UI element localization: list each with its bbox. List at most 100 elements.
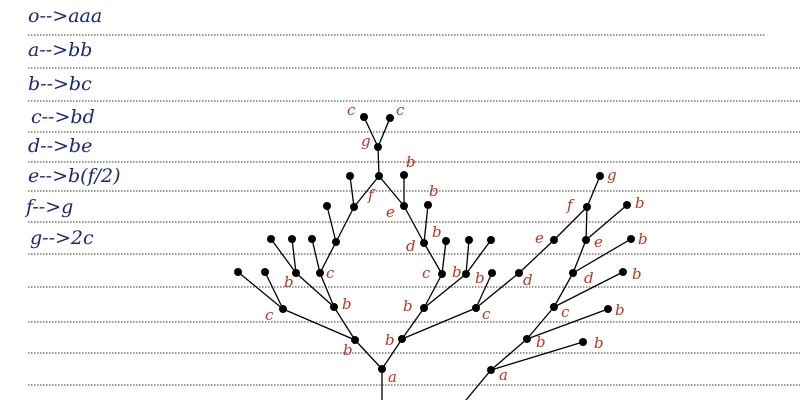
trunk [465, 369, 492, 400]
branch [377, 117, 391, 148]
tree-node [438, 270, 446, 278]
tree-node [619, 268, 627, 276]
tree-node [346, 172, 354, 180]
branch [354, 339, 383, 370]
node-label: d [523, 271, 533, 289]
branch [585, 204, 628, 241]
node-label: b [452, 263, 462, 281]
branch [295, 272, 335, 308]
node-label: b [432, 223, 442, 241]
tree-node [400, 171, 408, 179]
rule-text: o-->aaa [28, 5, 102, 27]
branch [401, 307, 425, 340]
node-label: b [385, 331, 395, 349]
tree-node [332, 238, 340, 246]
branch [490, 338, 528, 371]
branch [291, 238, 297, 274]
tree-node [279, 305, 287, 313]
tree-node [515, 269, 523, 277]
branch [465, 239, 492, 275]
node-label: c [396, 101, 405, 119]
branch [526, 308, 609, 340]
tree-node [487, 366, 495, 374]
node-label: f [367, 186, 376, 204]
node-label: b [284, 273, 294, 291]
node-label: b [632, 265, 642, 283]
branch [377, 146, 380, 177]
tree-node [308, 235, 316, 243]
branch [237, 271, 284, 310]
branch [441, 240, 447, 275]
tree-node [420, 239, 428, 247]
tree-node [569, 269, 577, 277]
tree-node [330, 303, 338, 311]
node-label: g [607, 166, 617, 184]
branch [326, 205, 337, 243]
branch [333, 306, 356, 341]
tree-node [351, 336, 359, 344]
tree-node [523, 335, 531, 343]
tree-node [374, 143, 382, 151]
branch [403, 205, 425, 244]
node-label: b [429, 182, 439, 200]
node-label: b [406, 153, 416, 171]
node-label: e [594, 233, 603, 251]
node-label: e [386, 203, 395, 221]
tree-node [472, 304, 480, 312]
branch [282, 308, 356, 341]
tree-node [375, 172, 383, 180]
branch [363, 116, 379, 148]
branch [465, 239, 470, 275]
rule-text: a-->bb [28, 39, 92, 61]
node-label: b [343, 341, 353, 359]
branch [349, 175, 355, 208]
branch [490, 341, 584, 371]
branch [475, 272, 520, 309]
rule-text: g-->2c [30, 227, 94, 249]
branch [423, 273, 467, 309]
node-label: d [406, 237, 416, 255]
tree-node [323, 202, 331, 210]
rule-text: e-->b(f/2) [28, 165, 121, 187]
tree-node [400, 202, 408, 210]
branch [423, 273, 443, 309]
tree-node [288, 235, 296, 243]
branch [378, 175, 405, 207]
tree-node [360, 113, 368, 121]
tree-node [261, 268, 269, 276]
node-label: d [584, 269, 594, 287]
tree-node [604, 305, 612, 313]
tree-node [442, 237, 450, 245]
tree-node [582, 236, 590, 244]
rule-text: f-->g [24, 196, 73, 218]
node-label: b [403, 297, 413, 315]
tree-node [234, 268, 242, 276]
tree-node [292, 269, 300, 277]
tree-node [267, 235, 275, 243]
node-label: f [566, 196, 575, 214]
branch [335, 206, 355, 243]
branch [553, 206, 588, 241]
tree-node [378, 365, 386, 373]
tree-node [550, 236, 558, 244]
tree-node [420, 304, 428, 312]
branch [572, 238, 632, 274]
branch [585, 206, 588, 241]
tree-node [488, 269, 496, 277]
tree-node [350, 203, 358, 211]
tree-node [398, 335, 406, 343]
tree-node [583, 203, 591, 211]
branch [526, 306, 555, 340]
node-label: b [594, 334, 604, 352]
branch [475, 272, 493, 309]
branch [319, 241, 337, 274]
branch [572, 239, 587, 274]
tree-node [596, 172, 604, 180]
tree-node [579, 338, 587, 346]
branch [586, 175, 601, 208]
branch [553, 272, 574, 308]
tree-node [462, 270, 470, 278]
rule-text: d-->be [28, 135, 92, 157]
branch [319, 272, 335, 308]
